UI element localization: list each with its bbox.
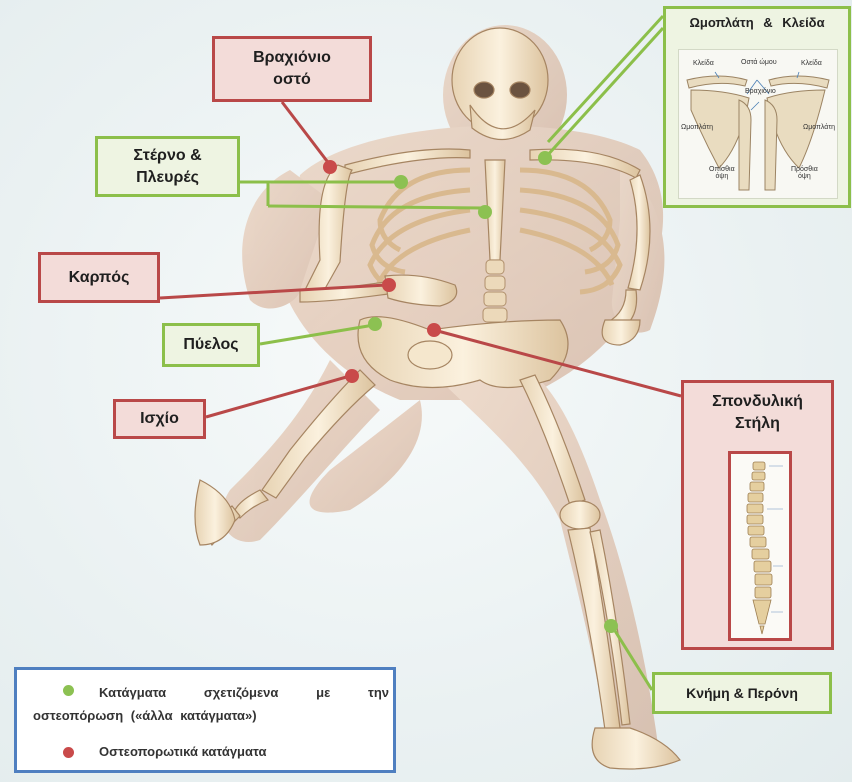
legend: Κατάγματα σχετιζόμενα με την οστεοπόρωση…: [14, 667, 396, 773]
legend-other-fractures-text: Κατάγματα σχετιζόμενα με την οστεοπόρωση…: [33, 682, 389, 728]
shoulder-bones-text: Οστά ώμου: [741, 59, 777, 66]
spine-title-line1: Σπονδυλική: [684, 391, 831, 413]
spine-title: Σπονδυλική Στήλη: [684, 391, 831, 434]
front-view-line2: όψη: [791, 173, 818, 180]
wrist-label: Καρπός: [38, 252, 160, 303]
scapula-clavicle-title: Ωμοπλάτη & Κλείδα: [666, 15, 848, 30]
scapula-right-text: Ωμοπλάτη: [803, 124, 835, 131]
shoulder-bones-illustration: Κλείδα Οστά ώμου Κλείδα Βραχιόνιο Ωμοπλά…: [678, 49, 838, 199]
humerus-text: Βραχιόνιο: [745, 88, 776, 95]
scapula-clavicle-callout: Ωμοπλάτη & Κλείδα: [663, 6, 851, 208]
hip-label: Ισχίο: [113, 399, 206, 439]
scapula-left-text: Ωμοπλάτη: [681, 124, 713, 131]
sternum-label-line1: Στέρνο &: [133, 145, 201, 167]
spine-illustration: [728, 451, 792, 641]
humerus-label: Βραχιόνιο οστό: [212, 36, 372, 102]
spine-drawing: [731, 454, 789, 638]
clavicle-left-text: Κλείδα: [693, 60, 714, 67]
sternum-label-line2: Πλευρές: [136, 167, 199, 189]
rear-view-line1: Οπίσθια: [709, 166, 735, 173]
pelvis-label: Πύελος: [162, 323, 260, 367]
humerus-label-line1: Βραχιόνιο: [253, 47, 331, 69]
sternum-ribs-label: Στέρνο & Πλευρές: [95, 136, 240, 197]
rear-view-line2: όψη: [709, 173, 735, 180]
rear-view-text: Οπίσθια όψη: [709, 166, 735, 180]
front-view-line1: Πρόσθια: [791, 166, 818, 173]
front-view-text: Πρόσθια όψη: [791, 166, 818, 180]
legend-osteoporotic-text: Οστεοπορωτικά κατάγματα: [99, 744, 266, 759]
humerus-label-line2: οστό: [273, 69, 311, 91]
tibia-fibula-label: Κνήμη & Περόνη: [652, 672, 832, 714]
spine-callout: Σπονδυλική Στήλη: [681, 380, 834, 650]
clavicle-right-text: Κλείδα: [801, 60, 822, 67]
legend-red-dot: [63, 747, 74, 758]
spine-title-line2: Στήλη: [684, 413, 831, 435]
